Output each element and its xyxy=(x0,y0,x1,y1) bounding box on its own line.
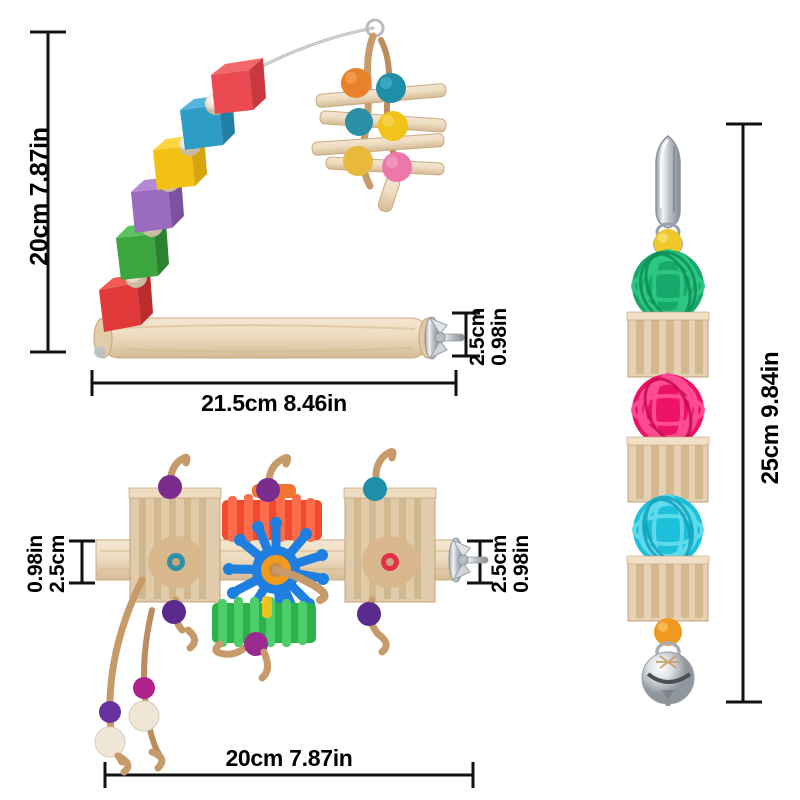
toy-stick-3 xyxy=(311,133,445,156)
bead-cream-1 xyxy=(128,700,160,732)
rattan-ball-cyan xyxy=(632,494,704,566)
hanger-block-2 xyxy=(626,436,710,503)
rattan-ball-green xyxy=(631,249,705,323)
slotted-block-right xyxy=(343,448,437,656)
slotted-block-left xyxy=(94,453,222,776)
bead-purple-right-bottom xyxy=(357,602,381,626)
dim-label-bar-in-right: 0.98in xyxy=(510,535,533,593)
bead-teal-right-top xyxy=(363,477,387,501)
arch-hanging-bead-toy xyxy=(311,18,447,213)
cord-right-top xyxy=(372,448,397,492)
bead-purple-dangle xyxy=(99,701,121,723)
rattan-ball-pink xyxy=(631,373,705,447)
toy-bead-yellow xyxy=(378,111,408,141)
accent-yellow xyxy=(262,596,272,618)
bead-magenta xyxy=(133,677,155,699)
dim-label-bar-length: 20cm 7.87in xyxy=(225,745,353,771)
toy-bead-orange xyxy=(341,68,371,98)
perch-dowel xyxy=(93,317,438,359)
dim-label-arch-height: 20cm 7.87in xyxy=(25,127,54,266)
dim-label-perch-length: 21.5cm 8.46in xyxy=(201,390,347,416)
dim-label-perch-in: 0.98in xyxy=(488,308,511,366)
perch-left-mount xyxy=(94,346,106,358)
arch-perch-product xyxy=(93,18,465,360)
toy-bead-teal-2 xyxy=(345,108,373,136)
toy-bead-teal xyxy=(376,73,406,103)
toy-bead-yellow-2 xyxy=(343,146,373,176)
block-bar-product xyxy=(94,448,489,776)
arch-block-chain xyxy=(99,26,375,332)
arch-cube-red-top xyxy=(211,58,266,114)
hanger-block-1 xyxy=(626,311,710,378)
wing-nut-mount xyxy=(424,316,465,360)
hanger-block-3 xyxy=(626,555,710,622)
bead-purple-center-top xyxy=(256,478,280,502)
arch-wire xyxy=(245,26,375,76)
jingle-bell xyxy=(641,641,695,706)
dim-label-hanger-length: 25cm 9.84in xyxy=(757,351,784,485)
bead-purple-left-top xyxy=(158,475,182,499)
toy-bead-pink xyxy=(382,152,412,182)
rattan-hanger-product xyxy=(626,135,710,706)
dim-label-bar-in-left: 0.98in xyxy=(24,535,47,593)
center-gear-cluster xyxy=(212,454,329,682)
dim-label-perch-cm: 2.5cm xyxy=(466,307,489,367)
bar-wing-nut-mount xyxy=(448,537,489,583)
dim-label-bar-cm-left: 2.5cm xyxy=(46,534,69,594)
arch-cube-yellow xyxy=(153,134,207,190)
dim-label-bar-cm-right: 2.5cm xyxy=(488,534,511,594)
bead-purple-left-bottom xyxy=(162,600,186,624)
bead-cream-2 xyxy=(94,726,126,758)
